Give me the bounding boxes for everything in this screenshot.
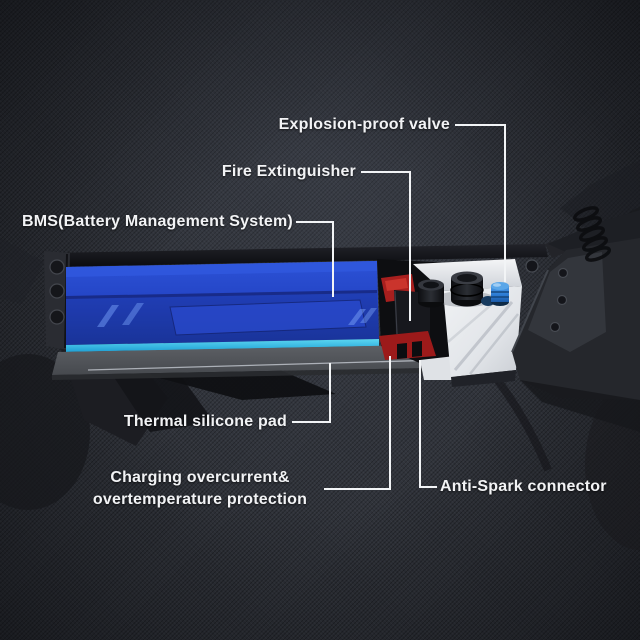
label-charging-line-1: Charging overcurrent& [110,469,290,486]
bolt [556,294,568,306]
highlight-slash [97,305,119,327]
anti-spark-connector-part [412,341,422,357]
bolt [557,267,569,279]
right-truck-plate [528,252,606,352]
bottom-left-wheel-silhouette [0,354,90,510]
reflection-streak [453,301,514,371]
thermal-pad [52,339,546,380]
battery-embossed-panel [169,299,367,336]
leader-thermal-silicone-pad [292,363,331,423]
connectors [418,271,509,308]
enclosure-bottom-edge [52,368,430,380]
bolt [49,283,65,299]
leader-bms [296,221,334,297]
leader-fire-extinguisher [361,171,411,321]
bolt [49,259,65,275]
highlight-slash [360,308,377,323]
charging-wires [379,331,436,360]
highlight-slash [122,303,144,325]
anti-spark-connector-part [397,343,407,359]
reflection-streak [469,313,519,375]
battery-groove [66,290,377,299]
enclosure-top-strip [48,244,548,267]
right-truck [511,206,640,432]
black-connector-large [450,271,484,307]
leader-explosion-proof-valve [455,124,506,282]
explosion-proof-valve-part [491,282,509,306]
label-charging-line-2: overtemperature protection [92,491,308,508]
black-connector-small [418,279,444,308]
right-truck-lower-shadow [520,380,640,432]
label-charging-protection: Charging overcurrent& overtemperature pr… [40,467,360,511]
enclosure-end-cap [44,251,70,350]
label-fire-extinguisher: Fire Extinguisher [221,163,356,180]
leader-charging-protection [324,356,391,490]
bolt [525,259,539,273]
right-truck-top-arm [548,210,640,252]
suspension-spring [572,206,612,262]
bolt [49,309,65,325]
label-anti-spark-connector: Anti-Spark connector [440,478,607,495]
bolt [549,321,561,333]
left-arm-silhouette [0,238,44,304]
extinguisher-front-face [443,286,522,377]
highlight-slash [348,309,366,325]
leader-lines [292,124,506,490]
leader-anti-spark [419,360,437,488]
thermal-pad-base [52,345,428,375]
bracket-edge-highlight [511,269,549,353]
battery-top-band [66,261,377,277]
extinguisher-bottom-strip [451,370,516,387]
module-edge [394,290,398,335]
thermal-pad-stripe [66,339,379,352]
wire-highlight [385,278,408,291]
label-explosion-proof-valve: Explosion-proof valve [278,116,450,133]
label-thermal-silicone-pad: Thermal silicone pad [123,413,287,430]
battery-cell-module [66,261,379,345]
label-bms: BMS(Battery Management System) [22,213,293,230]
white-corner [420,356,455,380]
